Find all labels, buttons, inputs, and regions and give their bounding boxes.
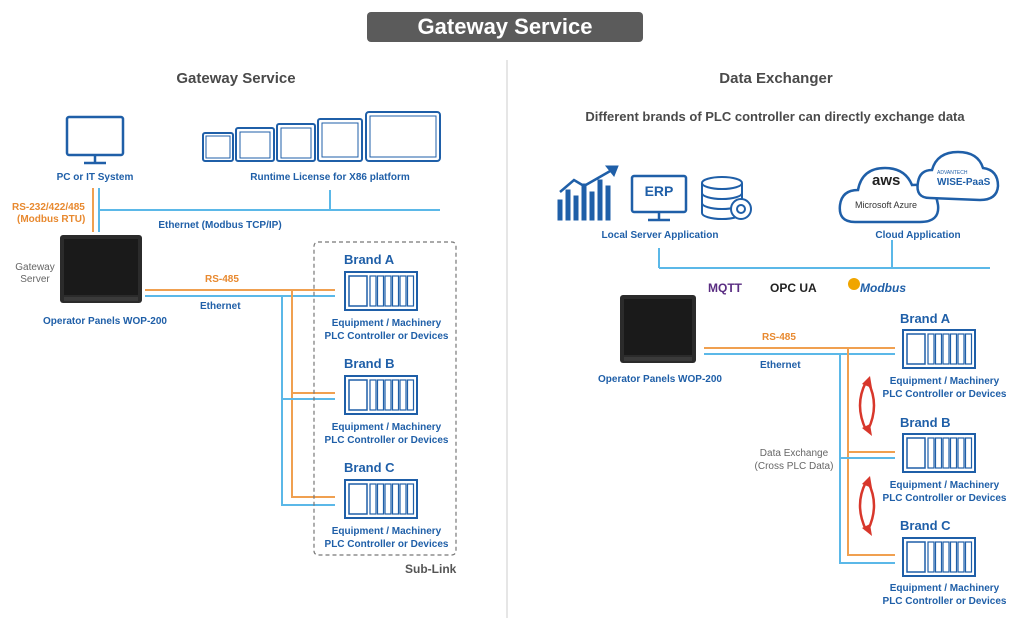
sublink-label: Sub-Link — [405, 562, 457, 576]
erp-monitor-icon — [630, 174, 688, 222]
rs485-label-left: RS-485 — [205, 274, 239, 285]
azure-logo: Microsoft Azure — [855, 200, 918, 210]
sublink-box — [313, 241, 457, 556]
advantech-small: ADVANTECH — [937, 170, 968, 176]
runtime-label: Runtime License for X86 platform — [250, 172, 410, 183]
right-brand-a: Brand A — [900, 311, 951, 326]
right-brand-c-line2: PLC Controller or Devices — [882, 596, 1007, 607]
mqtt-logo: MQTT — [708, 281, 742, 295]
plc-device-icon — [902, 537, 976, 577]
rs232-label-2: (Modbus RTU) — [17, 214, 86, 225]
right-brand-c: Brand C — [900, 518, 951, 533]
operator-panel-right-icon — [620, 295, 696, 363]
wise-paas-logo: WISE-PaaS — [937, 177, 991, 188]
left-brand-a-line1: Equipment / Machinery — [331, 318, 442, 329]
right-brand-c-line1: Equipment / Machinery — [889, 583, 1000, 594]
plc-device-icon — [902, 433, 976, 473]
gateway-label-2: Server — [20, 274, 50, 285]
erp-text: ERP — [644, 183, 674, 199]
right-subtitle: Different brands of PLC controller can d… — [585, 109, 965, 124]
modbus-logo: Modbus — [860, 281, 906, 295]
local-server-label: Local Server Application — [601, 230, 719, 241]
right-brand-b: Brand B — [900, 415, 951, 430]
pc-monitor-icon — [65, 115, 125, 165]
database-gear-icon — [701, 176, 752, 220]
left-brand-b-line1: Equipment / Machinery — [331, 422, 442, 433]
rs232-label-1: RS-232/422/485 — [12, 202, 85, 213]
right-brand-b-line2: PLC Controller or Devices — [882, 493, 1007, 504]
right-brand-a-line2: PLC Controller or Devices — [882, 389, 1007, 400]
exchange-label-2: (Cross PLC Data) — [754, 461, 834, 472]
left-brand-c-line1: Equipment / Machinery — [331, 526, 442, 537]
chart-icon — [557, 165, 619, 221]
banner-title: Gateway Service — [367, 12, 643, 42]
ethernet-modbus-label: Ethernet (Modbus TCP/IP) — [158, 220, 282, 231]
plc-device-icon — [344, 375, 418, 415]
panel-label-right: Operator Panels WOP-200 — [598, 374, 722, 385]
gateway-label-1: Gateway — [15, 262, 55, 273]
cloud-label: Cloud Application — [875, 230, 961, 241]
plc-device-icon — [344, 271, 418, 311]
left-section-title: Gateway Service — [176, 70, 296, 87]
plc-device-icon — [902, 329, 976, 369]
operator-panel-left-icon — [60, 235, 142, 303]
panel-label-left: Operator Panels WOP-200 — [43, 316, 167, 327]
aws-logo: aws — [872, 172, 901, 189]
runtime-panels-icon — [202, 111, 441, 162]
cloud-icon — [838, 150, 1000, 224]
exchange-label-1: Data Exchange — [759, 448, 829, 459]
modbus-icon — [848, 278, 860, 290]
exchange-arrows-icon — [858, 376, 876, 536]
left-brand-b-line2: PLC Controller or Devices — [324, 435, 449, 446]
ethernet-label-left: Ethernet — [200, 301, 241, 312]
opcua-logo: OPC UA — [770, 281, 817, 295]
rs485-label-right: RS-485 — [762, 332, 796, 343]
left-brand-c: Brand C — [344, 460, 395, 475]
left-brand-a-line2: PLC Controller or Devices — [324, 331, 449, 342]
left-brand-c-line2: PLC Controller or Devices — [324, 539, 449, 550]
ethernet-label-right: Ethernet — [760, 360, 801, 371]
pc-label: PC or IT System — [56, 172, 134, 183]
right-section-title: Data Exchanger — [719, 70, 833, 87]
plc-device-icon — [344, 479, 418, 519]
right-brand-a-line1: Equipment / Machinery — [889, 376, 1000, 387]
left-brand-a: Brand A — [344, 252, 395, 267]
left-brand-b: Brand B — [344, 356, 395, 371]
right-brand-b-line1: Equipment / Machinery — [889, 480, 1000, 491]
